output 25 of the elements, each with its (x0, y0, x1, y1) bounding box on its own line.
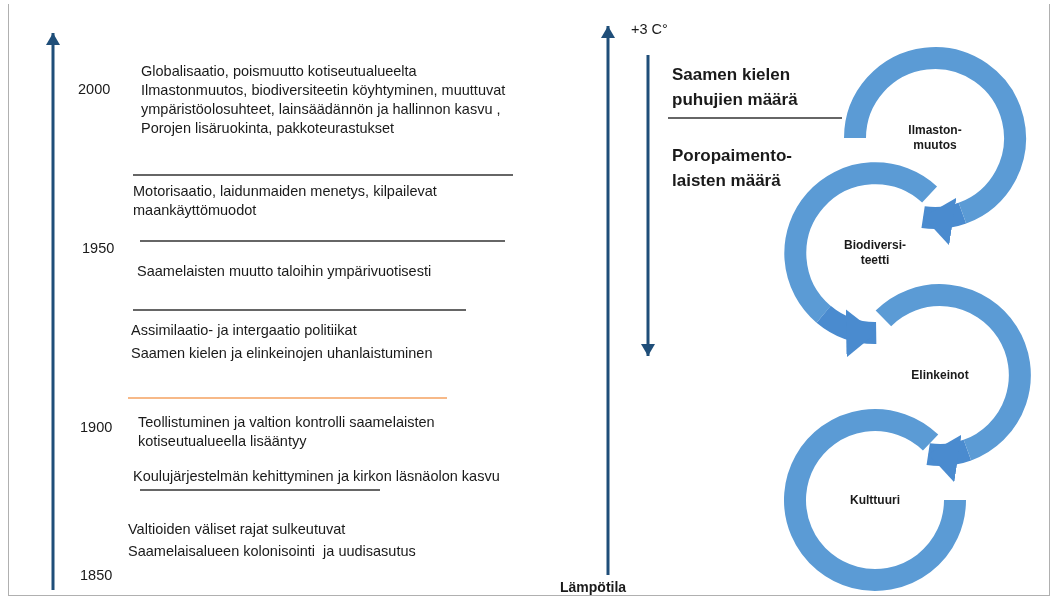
ring-label: Elinkeinot (910, 367, 970, 383)
event-text: Saamen kielen ja elinkeinojen uhanlaistuminen (131, 344, 433, 363)
ring-label: Biodiversi- teetti (843, 238, 907, 268)
event-text: Assimilaatio- ja intergaatio politiikat (131, 321, 357, 340)
event-text: Saamelaisten muutto taloihin ympärivuotisesti (137, 262, 432, 281)
axis-label: Lämpötila (560, 578, 627, 597)
event-text: Teollistuminen ja valtion kontrolli saamelaisten kotiseutualueella lisääntyy (138, 413, 436, 451)
event-text: Globalisaatio, poismuutto kotiseutualueelta (141, 62, 417, 81)
year-label: 1900 (80, 418, 113, 437)
year-label: 1850 (80, 566, 113, 585)
event-text: Koulujärjestelmän kehittyminen ja kirkon läsnäolon kasvu (133, 467, 500, 486)
axis-label: +3 C° (631, 20, 668, 39)
arrow (927, 432, 971, 481)
arrow (817, 305, 877, 356)
year-label: 1950 (82, 239, 115, 258)
heading-text: Poropaimento- laisten määrä (672, 145, 793, 192)
ring-label: Ilmaston- muutos (907, 123, 963, 153)
event-text: Ilmastonmuutos, biodiversiteetin köyhtyminen, muuttuvat ympäristöolosuhteet, lainsäädännön ja hallinnon kasvu , Porojen lisäruokinta, pakkoteurastukset (141, 81, 507, 138)
event-text: Saamelaisalueen kolonisointi ja uudisasutus (128, 542, 416, 561)
event-text: Motorisaatio, laidunmaiden menetys, kilpailevat maankäyttömuodot (133, 182, 438, 220)
event-text: Valtioiden väliset rajat sulkeutuvat (128, 520, 346, 539)
ring-label: Kulttuuri (849, 492, 901, 508)
year-label: 2000 (78, 80, 111, 99)
heading-text: Saamen kielen puhujien määrä (672, 64, 799, 111)
arrow (922, 195, 966, 244)
